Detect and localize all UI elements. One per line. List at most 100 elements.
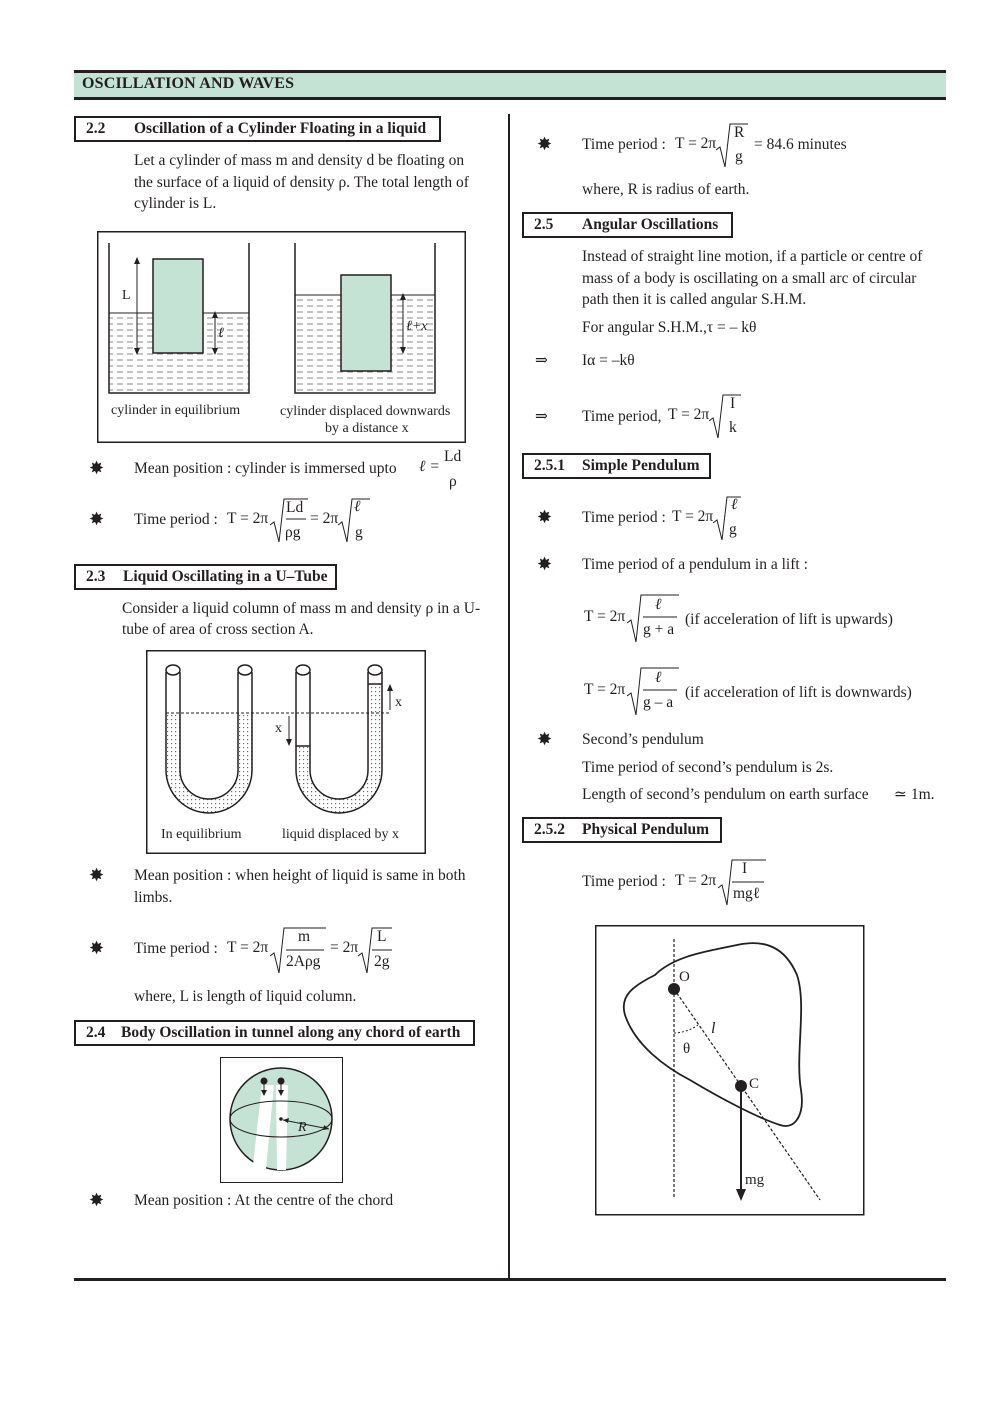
section-number: 2.5	[534, 216, 554, 233]
tp-label: Time period :	[582, 136, 666, 153]
mean-eq-den: ρ	[449, 473, 457, 490]
pivot-O	[668, 983, 680, 995]
chapter-title: OSCILLATION AND WAVES	[82, 75, 295, 92]
sqrt-sign	[627, 667, 679, 716]
tp-T: T = 2π	[668, 406, 710, 423]
tp-label: Time period :	[134, 511, 218, 528]
sqrt-sign	[713, 496, 741, 541]
tp-eq2: = 2π	[330, 939, 359, 956]
section-number: 2.5.2	[534, 821, 565, 838]
sqrt-signs	[270, 498, 370, 543]
section-heading-2-4: 2.4 Body Oscillation in tunnel along any…	[74, 1020, 475, 1046]
caption-displaced-1: cylinder displaced downwards	[280, 404, 450, 419]
s25-line-1: Instead of straight line motion, if a pa…	[582, 248, 923, 265]
s25-line-2: mass of a body is oscillating on a small…	[582, 270, 917, 287]
tp-T: T = 2π	[672, 508, 714, 525]
sqrt-sign	[718, 859, 766, 906]
physical-pendulum-figure: O C l θ mg	[595, 925, 865, 1216]
tp-num1: m	[298, 928, 311, 945]
bullet-icon: ✸	[89, 458, 105, 478]
cylinder-1	[152, 258, 204, 354]
tp-T: T = 2π	[675, 135, 717, 152]
column-divider	[508, 114, 510, 1280]
label-R: R	[297, 1120, 307, 1135]
sqrt-sign	[627, 594, 679, 643]
section-title: Liquid Oscillating in a U–Tube	[123, 568, 328, 585]
lift-down-den: g – a	[643, 694, 674, 711]
label-l: ℓ	[218, 326, 224, 341]
section-number: 2.5.1	[534, 457, 565, 474]
where-R: where, R is radius of earth.	[582, 181, 750, 198]
lift-down-T: T = 2π	[584, 681, 626, 698]
lift-up-note: (if acceleration of lift is upwards)	[685, 611, 893, 628]
bullet-icon: ✸	[89, 938, 105, 958]
bullet-icon: ✸	[89, 1190, 105, 1210]
figure-frame	[97, 231, 466, 443]
tp-num: I	[742, 860, 748, 877]
tp-den: k	[729, 419, 737, 436]
bullet-icon: ✸	[537, 134, 553, 154]
section-title: Angular Oscillations	[582, 216, 719, 233]
label-l-plus-x: ℓ+x	[406, 319, 428, 334]
seconds-pendulum-period: Time period of second’s pendulum is 2s.	[582, 759, 834, 776]
sqrt-sign	[716, 123, 748, 168]
label-C: C	[749, 1076, 759, 1092]
tp-num: ℓ	[731, 496, 738, 513]
chapter-header: OSCILLATION AND WAVES	[74, 70, 946, 100]
s22-line-1: Let a cylinder of mass m and density d b…	[134, 152, 465, 169]
mean-eq-num: Ld	[444, 448, 462, 465]
label-x-down: x	[275, 721, 282, 736]
tp-value: = 84.6 minutes	[754, 136, 847, 153]
tp-num: I	[730, 395, 736, 412]
bullet-icon: ✸	[537, 554, 553, 574]
bullet-icon: ✸	[89, 509, 105, 529]
container-1	[108, 243, 250, 394]
seconds-pendulum-length: Length of second’s pendulum on earth sur…	[582, 786, 869, 803]
section-number: 2.3	[86, 568, 106, 585]
section-number: 2.4	[86, 1024, 106, 1041]
section-title: Body Oscillation in tunnel along any cho…	[121, 1024, 461, 1041]
section-title: Physical Pendulum	[582, 821, 710, 838]
lift-up-num: ℓ	[655, 596, 662, 613]
implies-arrow: ⇒	[535, 408, 548, 425]
tp-num2: L	[377, 928, 387, 945]
tp-label: Time period :	[582, 509, 666, 526]
implies-arrow: ⇒	[535, 352, 548, 369]
bullet-icon: ✸	[89, 865, 105, 885]
tp-T: T = 2π	[227, 510, 269, 527]
angular-eq: Iα = –kθ	[582, 352, 635, 369]
tp-num1: Ld	[286, 499, 304, 516]
label-O: O	[679, 969, 690, 985]
pivot-to-cm-line	[673, 988, 821, 1201]
s25-line-4: For angular S.H.M.,τ = – kθ	[582, 319, 757, 336]
earth-tunnel-figure: R	[220, 1057, 343, 1183]
tp-den1: ρg	[285, 524, 301, 541]
sqrt-sign	[709, 394, 741, 439]
section-heading-2-2: 2.2 Oscillation of a Cylinder Floating i…	[74, 116, 441, 142]
section-heading-2-5: 2.5 Angular Oscillations	[522, 212, 733, 238]
caption-in-equilibrium: In equilibrium	[161, 827, 242, 842]
tp-den: g	[729, 521, 737, 538]
container-2	[294, 243, 436, 394]
cylinder-2	[340, 274, 392, 372]
s23-line-2: tube of area of cross section A.	[122, 621, 314, 638]
label-L: L	[122, 288, 131, 303]
caption-displaced-2: by a distance x	[325, 421, 409, 436]
bottom-rule	[74, 1278, 946, 1281]
sqrt-signs	[270, 927, 392, 974]
tp-label: Time period,	[582, 408, 662, 425]
section-heading-2-5-2: 2.5.2 Physical Pendulum	[522, 817, 722, 843]
lift-up-den: g + a	[643, 621, 675, 638]
lift-down-num: ℓ	[655, 669, 662, 686]
figure-frame	[595, 925, 865, 1216]
rigid-body-outline	[622, 942, 803, 1127]
section-title: Simple Pendulum	[582, 457, 700, 474]
tp-num2: ℓ	[354, 498, 361, 515]
u-tube-figure: x x In equilibrium liquid displaced by x	[146, 650, 426, 854]
lift-text: Time period of a pendulum in a lift :	[582, 556, 808, 573]
s23-line-1: Consider a liquid column of mass m and d…	[122, 600, 481, 617]
label-mg: mg	[745, 1172, 765, 1188]
tp-T: T = 2π	[675, 872, 717, 889]
s25-line-3: path then it is called angular S.H.M.	[582, 291, 807, 308]
lift-up-T: T = 2π	[584, 608, 626, 625]
